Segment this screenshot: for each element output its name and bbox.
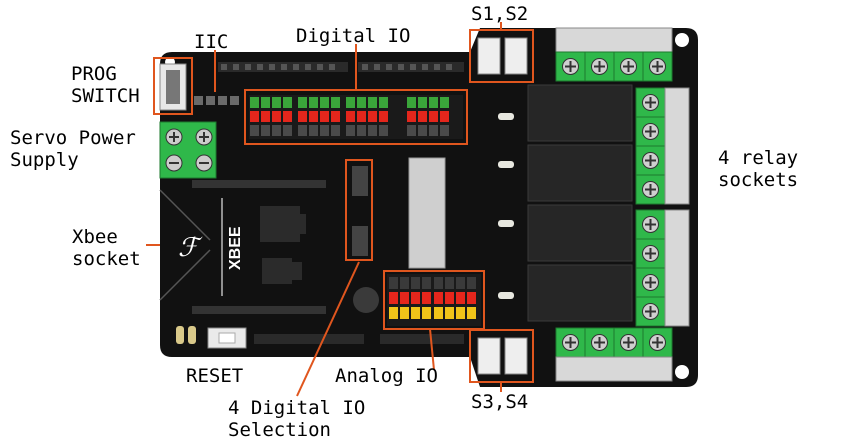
leds xyxy=(176,326,196,344)
buzzer xyxy=(353,287,379,313)
ic-chip xyxy=(408,157,446,269)
io-selection-pins xyxy=(345,159,373,261)
mounting-hole xyxy=(675,365,689,379)
switch-s1-s2 xyxy=(477,37,528,75)
label-s1-s2: S1,S2 xyxy=(471,3,528,25)
label-servo-power: Servo Power Supply xyxy=(10,127,147,171)
servo-power-terminal xyxy=(159,121,217,179)
relay-terminals-right xyxy=(635,87,690,327)
relays xyxy=(527,84,633,322)
prog-switch xyxy=(159,63,187,111)
relay-terminals-bottom xyxy=(555,327,673,382)
label-s3-s4: S3,S4 xyxy=(471,391,528,413)
label-prog-switch: PROG SWITCH xyxy=(71,63,140,107)
label-iic: IIC xyxy=(194,31,228,53)
xbee-silkscreen: XBEE xyxy=(227,226,244,270)
reset-button xyxy=(207,327,247,349)
relay-terminals-top xyxy=(555,27,673,82)
label-digital-io: Digital IO xyxy=(296,25,410,47)
analog-io-pins xyxy=(387,274,481,326)
xbee-socket-area: XBEE ℱ xyxy=(159,180,326,314)
iic-header xyxy=(194,96,239,105)
label-relay-sockets: 4 relay sockets xyxy=(718,147,810,191)
label-digital-io-selection: 4 Digital IO Selection xyxy=(228,397,377,441)
relay-leds xyxy=(498,113,514,299)
callouts xyxy=(146,22,534,397)
bottom-header-strip xyxy=(254,334,464,344)
digital-io-pins xyxy=(249,95,463,139)
label-reset: RESET xyxy=(186,365,243,387)
label-xbee-socket: Xbee socket xyxy=(72,226,141,270)
mounting-hole xyxy=(675,33,689,47)
top-header-strip xyxy=(218,62,464,72)
switch-s3-s4 xyxy=(477,337,528,375)
label-analog-io: Analog IO xyxy=(335,365,438,387)
